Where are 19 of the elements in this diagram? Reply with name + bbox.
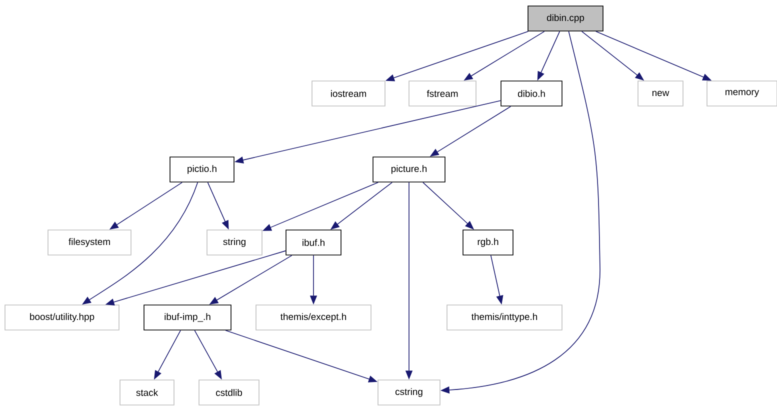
file-box: themis/inttype.h <box>446 304 562 330</box>
file-box: filesystem <box>48 230 132 256</box>
file-box: cstring <box>378 380 440 406</box>
file-box: iostream <box>312 80 386 106</box>
file-box: dibio.h <box>500 80 562 106</box>
file-box: themis/except.h <box>256 304 372 330</box>
file-box: picture.h <box>372 156 446 182</box>
file-box: cstdlib <box>198 380 260 406</box>
file-box: new <box>638 80 684 106</box>
file-box: boost/utility.hpp <box>4 304 120 330</box>
file-box: stack <box>120 380 174 406</box>
file-box: memory <box>706 80 777 106</box>
file-box: pictio.h <box>170 156 234 182</box>
file-box: rgb.h <box>462 230 514 256</box>
file-box: fstream <box>408 80 476 106</box>
file-box: ibuf-imp_.h <box>144 304 232 330</box>
file-box: dibin.cpp <box>528 6 604 32</box>
file-box: string <box>206 230 262 256</box>
file-box: ibuf.h <box>286 230 342 256</box>
